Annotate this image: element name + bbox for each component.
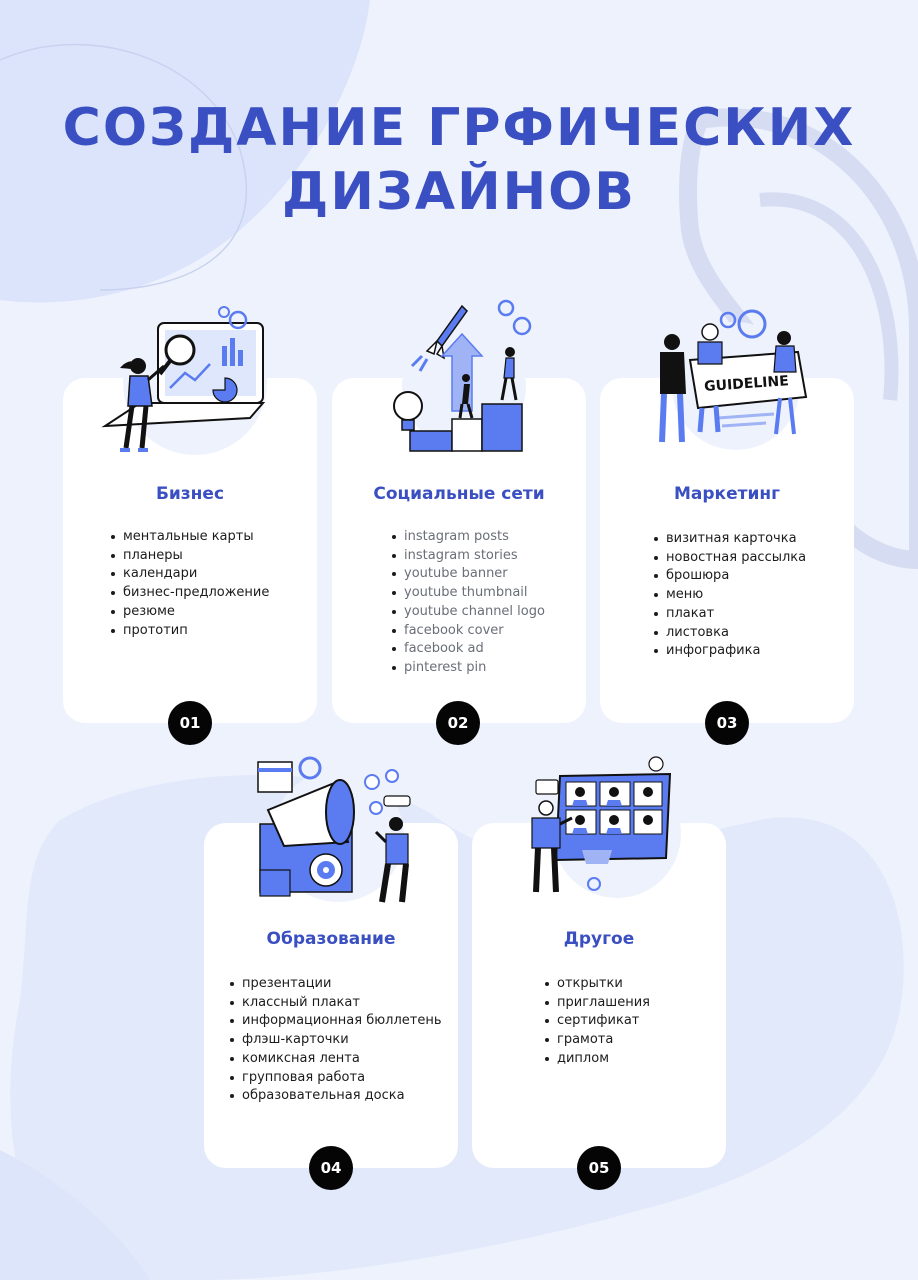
card-list: ментальные карты планеры календари бизне…	[109, 528, 269, 640]
number-badge: 02	[436, 701, 480, 745]
list-item: диплом	[543, 1050, 650, 1069]
list-item: youtube channel logo	[390, 603, 545, 622]
list-item: facebook cover	[390, 622, 545, 641]
list-item: youtube thumbnail	[390, 584, 545, 603]
list-item: информационная бюллетень	[228, 1012, 442, 1031]
list-item: комиксная лента	[228, 1050, 442, 1069]
list-item: плакат	[652, 605, 806, 624]
list-item: ментальные карты	[109, 528, 269, 547]
list-item: приглашения	[543, 994, 650, 1013]
list-item: открытки	[543, 975, 650, 994]
list-item: флэш-карточки	[228, 1031, 442, 1050]
list-item: pinterest pin	[390, 659, 545, 678]
list-item: грамота	[543, 1031, 650, 1050]
list-item: instagram stories	[390, 547, 545, 566]
list-item: instagram posts	[390, 528, 545, 547]
list-item: образовательная доска	[228, 1087, 442, 1106]
card-heading: Образование	[266, 929, 396, 949]
card-heading: Социальные сети	[373, 484, 545, 504]
list-item: листовка	[652, 624, 806, 643]
list-item: новостная рассылка	[652, 549, 806, 568]
guideline-sign: GUIDELINE	[704, 373, 790, 395]
list-item: прототип	[109, 622, 269, 641]
guideline-team-illustration: GUIDELINE	[659, 309, 808, 450]
list-item: резюме	[109, 603, 269, 622]
list-item: презентации	[228, 975, 442, 994]
list-item: визитная карточка	[652, 530, 806, 549]
list-item: групповая работа	[228, 1069, 442, 1088]
card-heading: Другое	[563, 929, 635, 949]
title-line-1: СОЗДАНИЕ ГРФИЧЕСКИХ	[62, 98, 856, 158]
card-list: открытки приглашения сертификат грамота …	[543, 975, 650, 1069]
list-item: планеры	[109, 547, 269, 566]
number-badge: 01	[168, 701, 212, 745]
data-analytics-illustration	[101, 306, 267, 455]
rocket-growth-illustration	[393, 299, 532, 452]
card-heading: Маркетинг	[673, 484, 781, 504]
page-title: СОЗДАНИЕ ГРФИЧЕСКИХ ДИЗАЙНОВ	[0, 96, 918, 224]
card-list: презентации классный плакат информационн…	[228, 975, 442, 1106]
number-badge: 03	[705, 701, 749, 745]
list-item: классный плакат	[228, 994, 442, 1013]
card-heading: Бизнес	[155, 484, 225, 504]
list-item: facebook ad	[390, 640, 545, 659]
list-item: бизнес-предложение	[109, 584, 269, 603]
title-line-2: ДИЗАЙНОВ	[282, 162, 636, 222]
list-item: календари	[109, 565, 269, 584]
list-item: youtube banner	[390, 565, 545, 584]
card-list: визитная карточка новостная рассылка бро…	[652, 530, 806, 661]
list-item: брошюра	[652, 567, 806, 586]
list-item: сертификат	[543, 1012, 650, 1031]
list-item: меню	[652, 586, 806, 605]
list-item: инфографика	[652, 642, 806, 661]
number-badge: 05	[577, 1146, 621, 1190]
megaphone-marketing-illustration	[257, 756, 411, 903]
video-conference-illustration	[531, 756, 681, 898]
number-badge: 04	[309, 1146, 353, 1190]
card-list: instagram posts instagram stories youtub…	[390, 528, 545, 678]
